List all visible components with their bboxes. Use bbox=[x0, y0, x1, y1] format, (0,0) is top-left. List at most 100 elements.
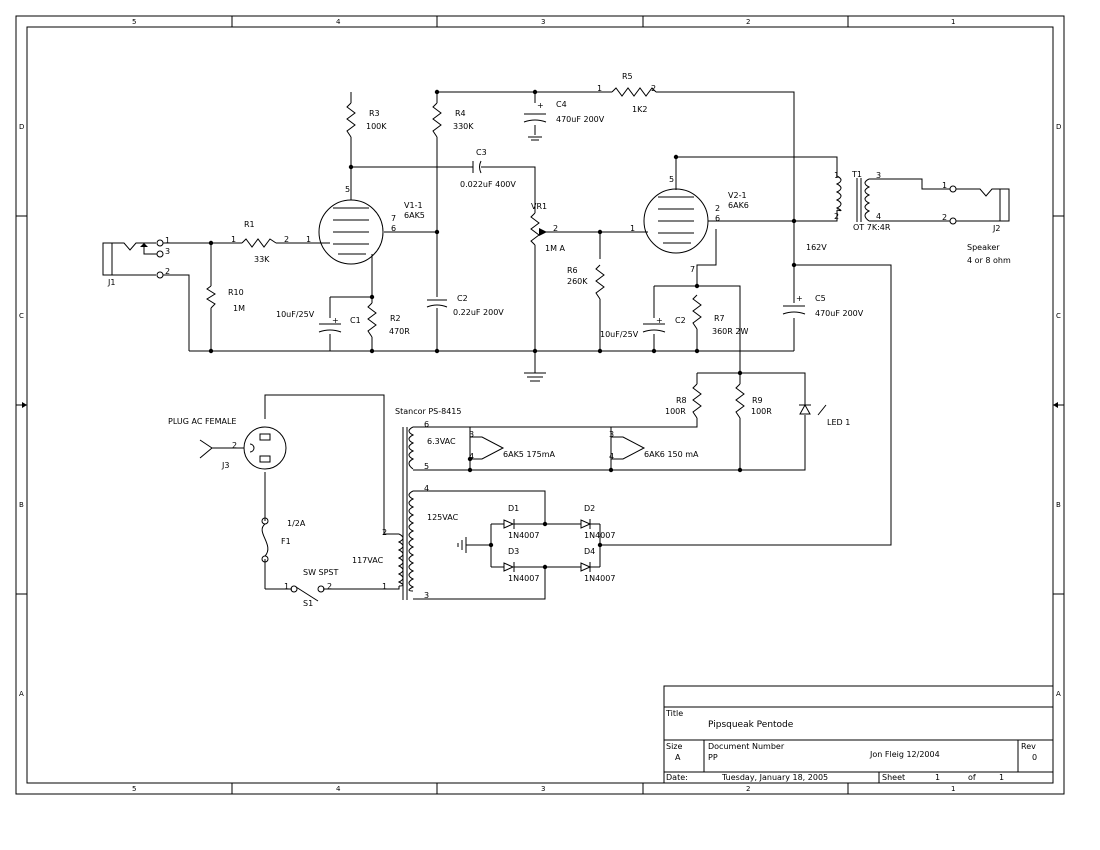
r2-symbol bbox=[367, 302, 377, 338]
r5-ref: R5 bbox=[622, 72, 633, 81]
r1-symbol bbox=[241, 238, 277, 248]
t1-ref: T1 bbox=[851, 170, 862, 179]
pin-label: 3 bbox=[876, 171, 881, 180]
ht-voltage: 125VAC bbox=[427, 513, 459, 522]
zone-right-c: C bbox=[1056, 312, 1061, 320]
diode-symbols bbox=[503, 403, 827, 572]
c5-value: 470uF 200V bbox=[815, 309, 864, 318]
pin-label: 6 bbox=[424, 420, 429, 429]
switch-s1 bbox=[290, 585, 325, 602]
v1-ref: V1-1 bbox=[404, 201, 423, 210]
r6-ref: R6 bbox=[567, 266, 578, 275]
of-label: of bbox=[968, 773, 976, 782]
pin-label: 5 bbox=[345, 185, 350, 194]
v1-value: 6AK5 bbox=[404, 211, 425, 220]
jack-j2 bbox=[949, 185, 1010, 225]
rev-value: 0 bbox=[1032, 753, 1037, 762]
b-plus-voltage: 162V bbox=[806, 243, 827, 252]
pin-label: 1 bbox=[597, 84, 602, 93]
vr1-value: 1M A bbox=[545, 244, 566, 253]
junctions bbox=[208, 89, 797, 570]
zone-left-c: C bbox=[19, 312, 24, 320]
sheet-total: 1 bbox=[999, 773, 1004, 782]
r2-ref: R2 bbox=[390, 314, 401, 323]
zone-right-b: B bbox=[1056, 501, 1061, 509]
pin-label: 3 bbox=[424, 591, 429, 600]
r6-value: 260K bbox=[567, 277, 588, 286]
drawing-frame: 5 4 3 2 1 5 4 3 2 1 D C B A D C B A bbox=[15, 15, 1065, 795]
pin-label: 3 bbox=[469, 430, 474, 439]
j3-value: PLUG AC FEMALE bbox=[168, 417, 236, 426]
plug-j3 bbox=[199, 426, 287, 470]
r1-ref: R1 bbox=[244, 220, 255, 229]
zone-bottom-2: 2 bbox=[746, 785, 750, 793]
d1-ref: D1 bbox=[508, 504, 519, 513]
vr1-ref: VR1 bbox=[531, 202, 547, 211]
pin-label: 1 bbox=[231, 235, 236, 244]
pin-label: 3 bbox=[165, 247, 170, 256]
component-labels: J1 1 3 2 R1 33K 1 2 1 R10 1M V1-1 6AK5 7… bbox=[107, 72, 1011, 608]
pin-label: 2 bbox=[651, 84, 656, 93]
title-label: Title bbox=[665, 709, 683, 718]
r7-symbol bbox=[692, 294, 702, 330]
j2-impedance: 4 or 8 ohm bbox=[967, 256, 1011, 265]
d2-ref: D2 bbox=[584, 504, 595, 513]
c4-value: 470uF 200V bbox=[556, 115, 605, 124]
c4-plus: + bbox=[537, 101, 544, 110]
title-block: Title Pipsqueak Pentode Size A Document … bbox=[663, 685, 1054, 784]
r9-ref: R9 bbox=[752, 396, 763, 405]
jack-j1 bbox=[102, 239, 164, 279]
pin-label: 2 bbox=[942, 213, 947, 222]
r1-value: 33K bbox=[254, 255, 270, 264]
fuse-f1 bbox=[261, 517, 269, 563]
r4-value: 330K bbox=[453, 122, 474, 131]
sheet-number: 1 bbox=[935, 773, 940, 782]
r10-symbol bbox=[206, 285, 216, 309]
d1-value: 1N4007 bbox=[508, 531, 539, 540]
pin-label: 5 bbox=[424, 462, 429, 471]
s1-value: SW SPST bbox=[303, 568, 339, 577]
r5-value: 1K2 bbox=[632, 105, 647, 114]
pin-label: 2 bbox=[382, 528, 387, 537]
c5-ref: C5 bbox=[815, 294, 826, 303]
zone-left-d: D bbox=[19, 123, 24, 131]
r3-value: 100K bbox=[366, 122, 387, 131]
d4-ref: D4 bbox=[584, 547, 595, 556]
tube-v2 bbox=[643, 188, 709, 254]
c2b-plus: + bbox=[656, 316, 663, 325]
pin-label: 2 bbox=[834, 212, 839, 221]
r4-ref: R4 bbox=[455, 109, 466, 118]
pin-label: 4 bbox=[876, 212, 881, 221]
zone-left-b: B bbox=[19, 501, 24, 509]
d2-value: 1N4007 bbox=[584, 531, 615, 540]
power-transformer bbox=[397, 426, 415, 600]
pin-label: 1 bbox=[382, 582, 387, 591]
r7-ref: R7 bbox=[714, 314, 725, 323]
pin-label: 1 bbox=[306, 235, 311, 244]
pin-label: 7 bbox=[391, 214, 396, 223]
pin-label: 1 bbox=[284, 582, 289, 591]
pin-label: 7 bbox=[690, 265, 695, 274]
c3-value: 0.022uF 400V bbox=[460, 180, 516, 189]
f1-value: 1/2A bbox=[287, 519, 306, 528]
size-label: Size bbox=[666, 742, 683, 751]
pin-label: 3 bbox=[609, 430, 614, 439]
pin-label: 6 bbox=[715, 214, 720, 223]
r5-symbol bbox=[611, 87, 657, 97]
d3-value: 1N4007 bbox=[508, 574, 539, 583]
v2-ref: V2-1 bbox=[728, 191, 747, 200]
size-value: A bbox=[675, 753, 681, 762]
pin-label: 4 bbox=[469, 452, 474, 461]
r8-value: 100R bbox=[665, 407, 686, 416]
zone-top-4: 4 bbox=[336, 18, 341, 26]
heater-v1-label: 6AK5 175mA bbox=[503, 450, 556, 459]
zone-right-a: A bbox=[1056, 690, 1061, 698]
pin-label: 2 bbox=[232, 441, 237, 450]
pin-label: 1 bbox=[630, 224, 635, 233]
pin-label: 2 bbox=[715, 204, 720, 213]
pin-label: 1 bbox=[942, 181, 947, 190]
c1-ref: C1 bbox=[350, 316, 361, 325]
pin-label: 1 bbox=[165, 236, 170, 245]
power-transformer-ref: Stancor PS-8415 bbox=[395, 407, 461, 416]
resistor-symbols bbox=[206, 87, 745, 419]
